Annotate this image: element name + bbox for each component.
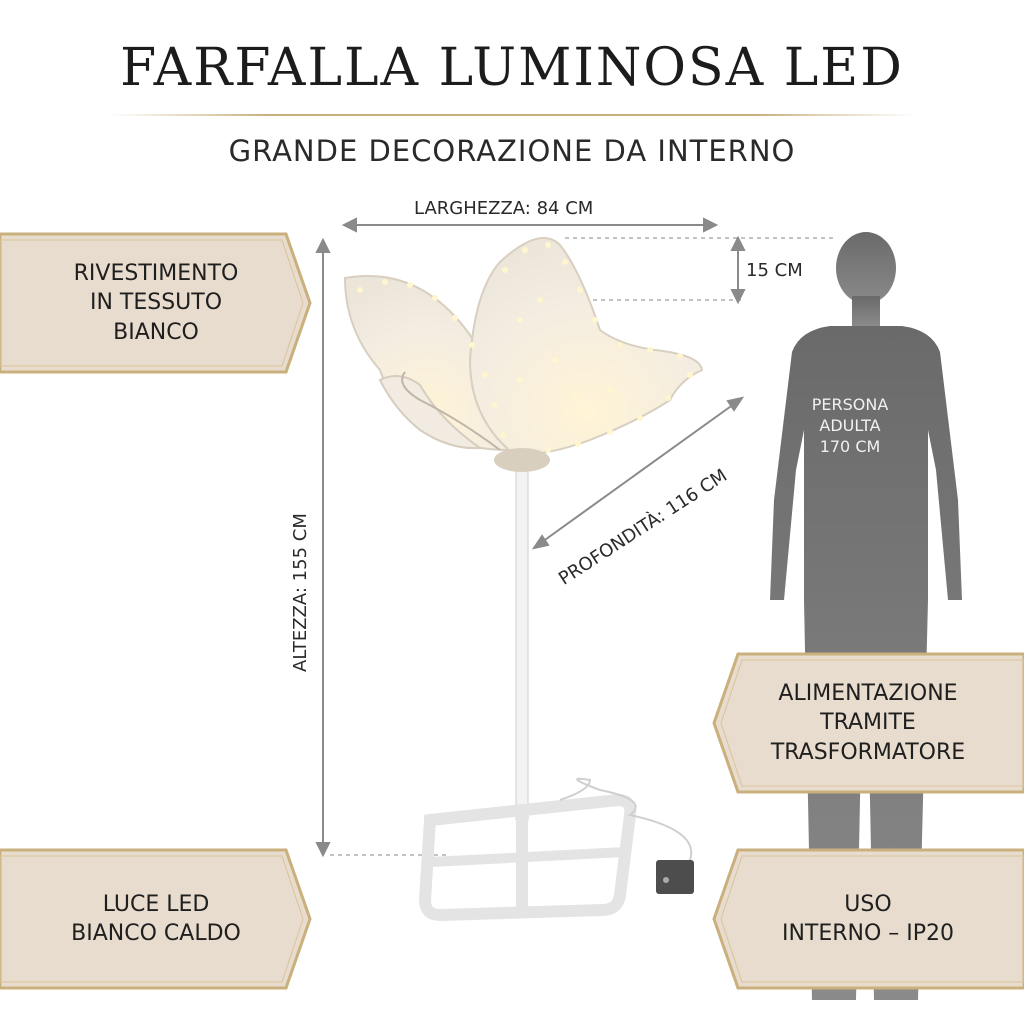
dimension-arrows xyxy=(315,217,746,858)
feature-fabric-badge: RIVESTIMENTO IN TESSUTO BIANCO xyxy=(0,232,312,374)
page-subtitle: GRANDE DECORAZIONE DA INTERNO xyxy=(228,134,796,168)
height-label: ALTEZZA: 155 CM xyxy=(290,513,311,672)
badge-frame xyxy=(712,848,1024,990)
feature-power-text: ALIMENTAZIONE TRAMITE TRASFORMATORE xyxy=(770,681,966,765)
width-label: LARGHEZZA: 84 CM xyxy=(414,198,594,219)
badge-frame xyxy=(0,232,312,374)
wing-offset-label: 15 CM xyxy=(746,260,803,281)
person-label: PERSONA ADULTA 170 CM xyxy=(811,395,889,456)
feature-light-text: LUCE LED BIANCO CALDO xyxy=(71,891,241,946)
feature-light-badge: LUCE LED BIANCO CALDO xyxy=(0,848,312,990)
badge-frame xyxy=(0,848,312,990)
title-divider xyxy=(110,114,914,116)
butterfly-lamp xyxy=(343,237,704,922)
feature-usage-badge: USO INTERNO – IP20 xyxy=(712,848,1024,990)
page-title: FARFALLA LUMINOSA LED xyxy=(120,38,904,98)
badge-frame xyxy=(712,652,1024,794)
feature-fabric-text: RIVESTIMENTO IN TESSUTO BIANCO xyxy=(73,261,239,345)
feature-usage-text: USO INTERNO – IP20 xyxy=(781,891,955,946)
feature-power-badge: ALIMENTAZIONE TRAMITE TRASFORMATORE xyxy=(712,652,1024,794)
